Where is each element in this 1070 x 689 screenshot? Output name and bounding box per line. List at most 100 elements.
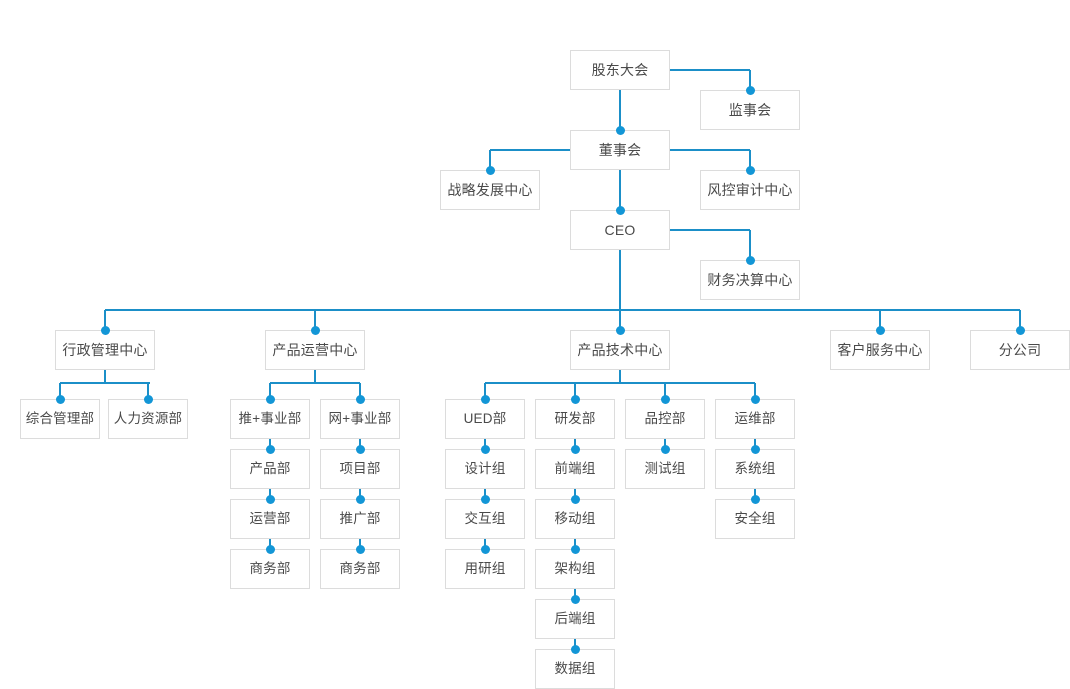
org-node[interactable]: 行政管理中心 (55, 330, 155, 370)
connector-dot-icon (310, 325, 320, 335)
org-node[interactable]: 用研组 (445, 549, 525, 589)
connector-dot-icon (55, 394, 65, 404)
connector-line (147, 383, 149, 399)
connector-line (314, 310, 316, 330)
connector-line (269, 489, 271, 499)
connector-line (269, 383, 271, 399)
org-node[interactable]: 运维部 (715, 399, 795, 439)
org-node[interactable]: 商务部 (320, 549, 400, 589)
org-node[interactable]: 战略发展中心 (440, 170, 540, 210)
connector-line (574, 489, 576, 499)
connector-line (314, 370, 316, 383)
connector-dot-icon (615, 325, 625, 335)
connector-line (104, 310, 106, 330)
connector-dot-icon (143, 394, 153, 404)
connector-line (664, 439, 666, 449)
org-node[interactable]: 产品部 (230, 449, 310, 489)
connector-line (879, 310, 881, 330)
org-node[interactable]: 前端组 (535, 449, 615, 489)
org-node[interactable]: 研发部 (535, 399, 615, 439)
org-node[interactable]: 风控审计中心 (700, 170, 800, 210)
org-node[interactable]: 架构组 (535, 549, 615, 589)
connector-line (754, 439, 756, 449)
org-node[interactable]: 数据组 (535, 649, 615, 689)
connector-line (489, 150, 491, 170)
connector-line (484, 439, 486, 449)
connector-line (270, 382, 360, 384)
connector-line (359, 439, 361, 449)
connector-line (749, 150, 751, 170)
org-node[interactable]: 系统组 (715, 449, 795, 489)
org-node[interactable]: 综合管理部 (20, 399, 100, 439)
org-node[interactable]: 测试组 (625, 449, 705, 489)
org-node[interactable]: 人力资源部 (108, 399, 188, 439)
connector-line (359, 539, 361, 549)
connector-line (749, 230, 751, 260)
connector-dot-icon (100, 325, 110, 335)
connector-line (749, 70, 751, 90)
connector-dot-icon (570, 594, 580, 604)
connector-line (670, 69, 750, 71)
org-node[interactable]: 运营部 (230, 499, 310, 539)
org-node[interactable]: 产品运营中心 (265, 330, 365, 370)
org-node[interactable]: 移动组 (535, 499, 615, 539)
connector-dot-icon (480, 444, 490, 454)
connector-line (619, 250, 621, 330)
org-node[interactable]: 产品技术中心 (570, 330, 670, 370)
connector-line (359, 489, 361, 499)
org-node[interactable]: UED部 (445, 399, 525, 439)
connector-line (104, 370, 106, 383)
org-node[interactable]: 商务部 (230, 549, 310, 589)
org-node[interactable]: 股东大会 (570, 50, 670, 90)
connector-dot-icon (265, 444, 275, 454)
org-node[interactable]: 后端组 (535, 599, 615, 639)
org-node[interactable]: CEO (570, 210, 670, 250)
connector-line (619, 370, 621, 383)
org-node[interactable]: 安全组 (715, 499, 795, 539)
org-node[interactable]: 董事会 (570, 130, 670, 170)
org-node[interactable]: 推广部 (320, 499, 400, 539)
connector-line (754, 489, 756, 499)
connector-dot-icon (265, 494, 275, 504)
connector-line (619, 90, 621, 130)
org-node[interactable]: 品控部 (625, 399, 705, 439)
connector-line (59, 383, 61, 399)
connector-dot-icon (750, 394, 760, 404)
connector-dot-icon (265, 394, 275, 404)
org-node[interactable]: 财务决算中心 (700, 260, 800, 300)
connector-line (670, 229, 750, 231)
connector-dot-icon (615, 205, 625, 215)
connector-line (484, 539, 486, 549)
org-node[interactable]: 推+事业部 (230, 399, 310, 439)
connector-dot-icon (355, 444, 365, 454)
connector-dot-icon (480, 544, 490, 554)
connector-dot-icon (570, 444, 580, 454)
connector-line (670, 149, 750, 151)
org-node[interactable]: 交互组 (445, 499, 525, 539)
connector-line (574, 639, 576, 649)
connector-line (754, 383, 756, 399)
connector-line (574, 589, 576, 599)
connector-dot-icon (875, 325, 885, 335)
connector-dot-icon (485, 165, 495, 175)
connector-line (60, 382, 150, 384)
connector-line (485, 382, 755, 384)
connector-dot-icon (480, 494, 490, 504)
org-node[interactable]: 监事会 (700, 90, 800, 130)
connector-line (490, 149, 570, 151)
connector-dot-icon (570, 544, 580, 554)
connector-dot-icon (480, 394, 490, 404)
connector-dot-icon (660, 394, 670, 404)
connector-dot-icon (615, 125, 625, 135)
connector-dot-icon (570, 644, 580, 654)
connector-line (269, 539, 271, 549)
org-node[interactable]: 客户服务中心 (830, 330, 930, 370)
org-node[interactable]: 项目部 (320, 449, 400, 489)
org-node[interactable]: 分公司 (970, 330, 1070, 370)
connector-dot-icon (265, 544, 275, 554)
org-node[interactable]: 设计组 (445, 449, 525, 489)
org-node[interactable]: 网+事业部 (320, 399, 400, 439)
connector-dot-icon (355, 494, 365, 504)
connector-line (1019, 310, 1021, 330)
connector-dot-icon (750, 444, 760, 454)
